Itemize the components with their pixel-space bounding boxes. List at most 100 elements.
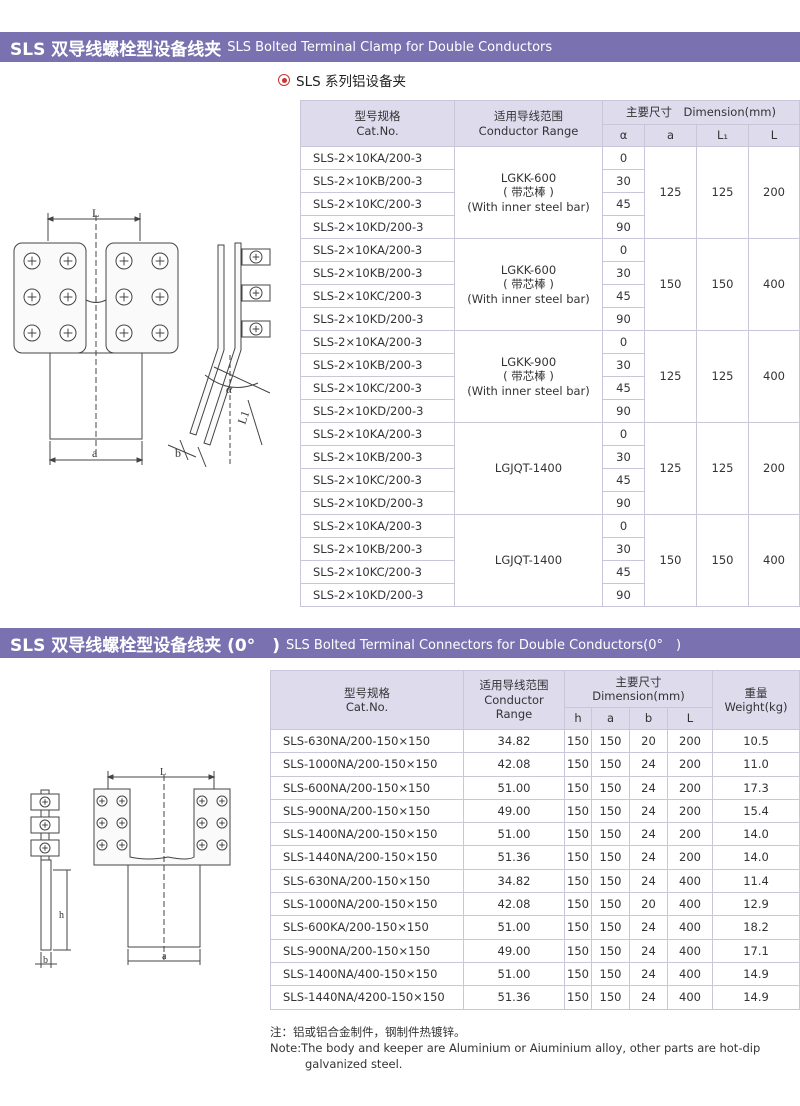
- range-cell: 42.08: [463, 892, 565, 917]
- col-header-L: L: [667, 707, 713, 730]
- alpha-cell: 0: [602, 422, 645, 446]
- b-cell: 24: [629, 845, 668, 870]
- a-cell: 150: [644, 514, 697, 607]
- h-cell: 150: [564, 798, 592, 824]
- a-cell: 150: [591, 938, 630, 963]
- note-en-line1: Note:The body and keeper are Aluminium o…: [270, 1041, 761, 1055]
- col-header-b: b: [629, 707, 668, 730]
- L1-cell: 125: [696, 330, 749, 423]
- col-header-h: h: [564, 707, 592, 730]
- alpha-cell: 90: [602, 307, 645, 331]
- clamp-side-drawing: α L1 b: [167, 242, 271, 468]
- alpha-cell: 45: [602, 376, 645, 400]
- a-cell: 150: [591, 892, 630, 917]
- cat-cell: SLS-2×10KD/200-3: [300, 399, 455, 423]
- section2-title-en: SLS Bolted Terminal Connectors for Doubl…: [286, 637, 682, 653]
- h-cell: 150: [564, 892, 592, 917]
- cat-cell: SLS-1440NA/200-150×150: [270, 845, 464, 870]
- h-cell: 150: [564, 961, 592, 987]
- h-cell: 150: [564, 775, 592, 800]
- cat-cell: SLS-2×10KC/200-3: [300, 560, 455, 584]
- drawing1-label-alpha: α: [226, 382, 233, 396]
- cat-cell: SLS-2×10KC/200-3: [300, 468, 455, 492]
- L-cell: 400: [748, 514, 800, 607]
- cat-cell: SLS-1000NA/200-150×150: [270, 752, 464, 777]
- range-cell: 42.08: [463, 752, 565, 777]
- w-cell: 14.0: [712, 845, 800, 870]
- range-cell: 34.82: [463, 728, 565, 754]
- cat-cell: SLS-2×10KB/200-3: [300, 169, 455, 193]
- w-cell: 11.4: [712, 868, 800, 894]
- alpha-cell: 0: [602, 238, 645, 262]
- w-cell: 14.9: [712, 961, 800, 987]
- drawing1-label-b: b: [175, 446, 181, 460]
- cat-cell: SLS-2×10KD/200-3: [300, 583, 455, 607]
- alpha-cell: 0: [602, 514, 645, 538]
- connector-side-drawing: h b: [30, 789, 71, 968]
- bullet-icon: [278, 74, 290, 86]
- a-cell: 125: [644, 146, 697, 239]
- alpha-cell: 30: [602, 353, 645, 377]
- L-cell: 200: [667, 822, 713, 847]
- alpha-cell: 0: [602, 146, 645, 170]
- w-cell: 11.0: [712, 752, 800, 777]
- w-cell: 10.5: [712, 728, 800, 754]
- cat-cell: SLS-600NA/200-150×150: [270, 775, 464, 800]
- section2-title-cn: SLS 双导线螺栓型设备线夹 (0° ): [10, 635, 281, 656]
- L-cell: 400: [667, 938, 713, 963]
- section1-title-en: SLS Bolted Terminal Clamp for Double Con…: [227, 39, 553, 55]
- cat-cell: SLS-2×10KC/200-3: [300, 192, 455, 216]
- h-cell: 150: [564, 985, 592, 1010]
- range-cell: LGJQT-1400: [454, 514, 603, 607]
- h-cell: 150: [564, 938, 592, 963]
- L-cell: 200: [667, 728, 713, 754]
- a-cell: 150: [644, 238, 697, 331]
- cat-cell: SLS-2×10KD/200-3: [300, 307, 455, 331]
- col-header-a: a: [591, 707, 630, 730]
- cat-cell: SLS-630NA/200-150×150: [270, 728, 464, 754]
- range-cell: 49.00: [463, 938, 565, 963]
- L1-cell: 150: [696, 238, 749, 331]
- L1-cell: 125: [696, 146, 749, 239]
- w-cell: 17.1: [712, 938, 800, 963]
- b-cell: 24: [629, 752, 668, 777]
- section2-banner: SLS 双导线螺栓型设备线夹 (0° ) SLS Bolted Terminal…: [0, 628, 800, 658]
- cat-cell: SLS-2×10KD/200-3: [300, 491, 455, 515]
- col-header-dimension: 主要尺寸 Dimension(mm): [602, 100, 800, 125]
- w-cell: 14.9: [712, 985, 800, 1010]
- a-cell: 150: [591, 961, 630, 987]
- cat-cell: SLS-1440NA/4200-150×150: [270, 985, 464, 1010]
- col-header-L1: L₁: [696, 124, 749, 147]
- L-cell: 400: [667, 961, 713, 987]
- section1-title-cn: SLS 双导线螺栓型设备线夹: [10, 39, 222, 60]
- L-cell: 200: [748, 422, 800, 515]
- h-cell: 150: [564, 728, 592, 754]
- range-cell: LGKK-900( 带芯棒 )(With inner steel bar): [454, 330, 603, 423]
- range-cell: 51.00: [463, 775, 565, 800]
- L-cell: 400: [667, 915, 713, 940]
- clamp-front-drawing: L a: [13, 206, 179, 465]
- L-cell: 400: [667, 868, 713, 894]
- col-header-alpha: α: [602, 124, 645, 147]
- b-cell: 24: [629, 822, 668, 847]
- b-cell: 24: [629, 961, 668, 987]
- w-cell: 18.2: [712, 915, 800, 940]
- h-cell: 150: [564, 752, 592, 777]
- range-cell: 51.36: [463, 985, 565, 1010]
- a-cell: 150: [591, 822, 630, 847]
- range-cell: 51.00: [463, 822, 565, 847]
- a-cell: 150: [591, 868, 630, 894]
